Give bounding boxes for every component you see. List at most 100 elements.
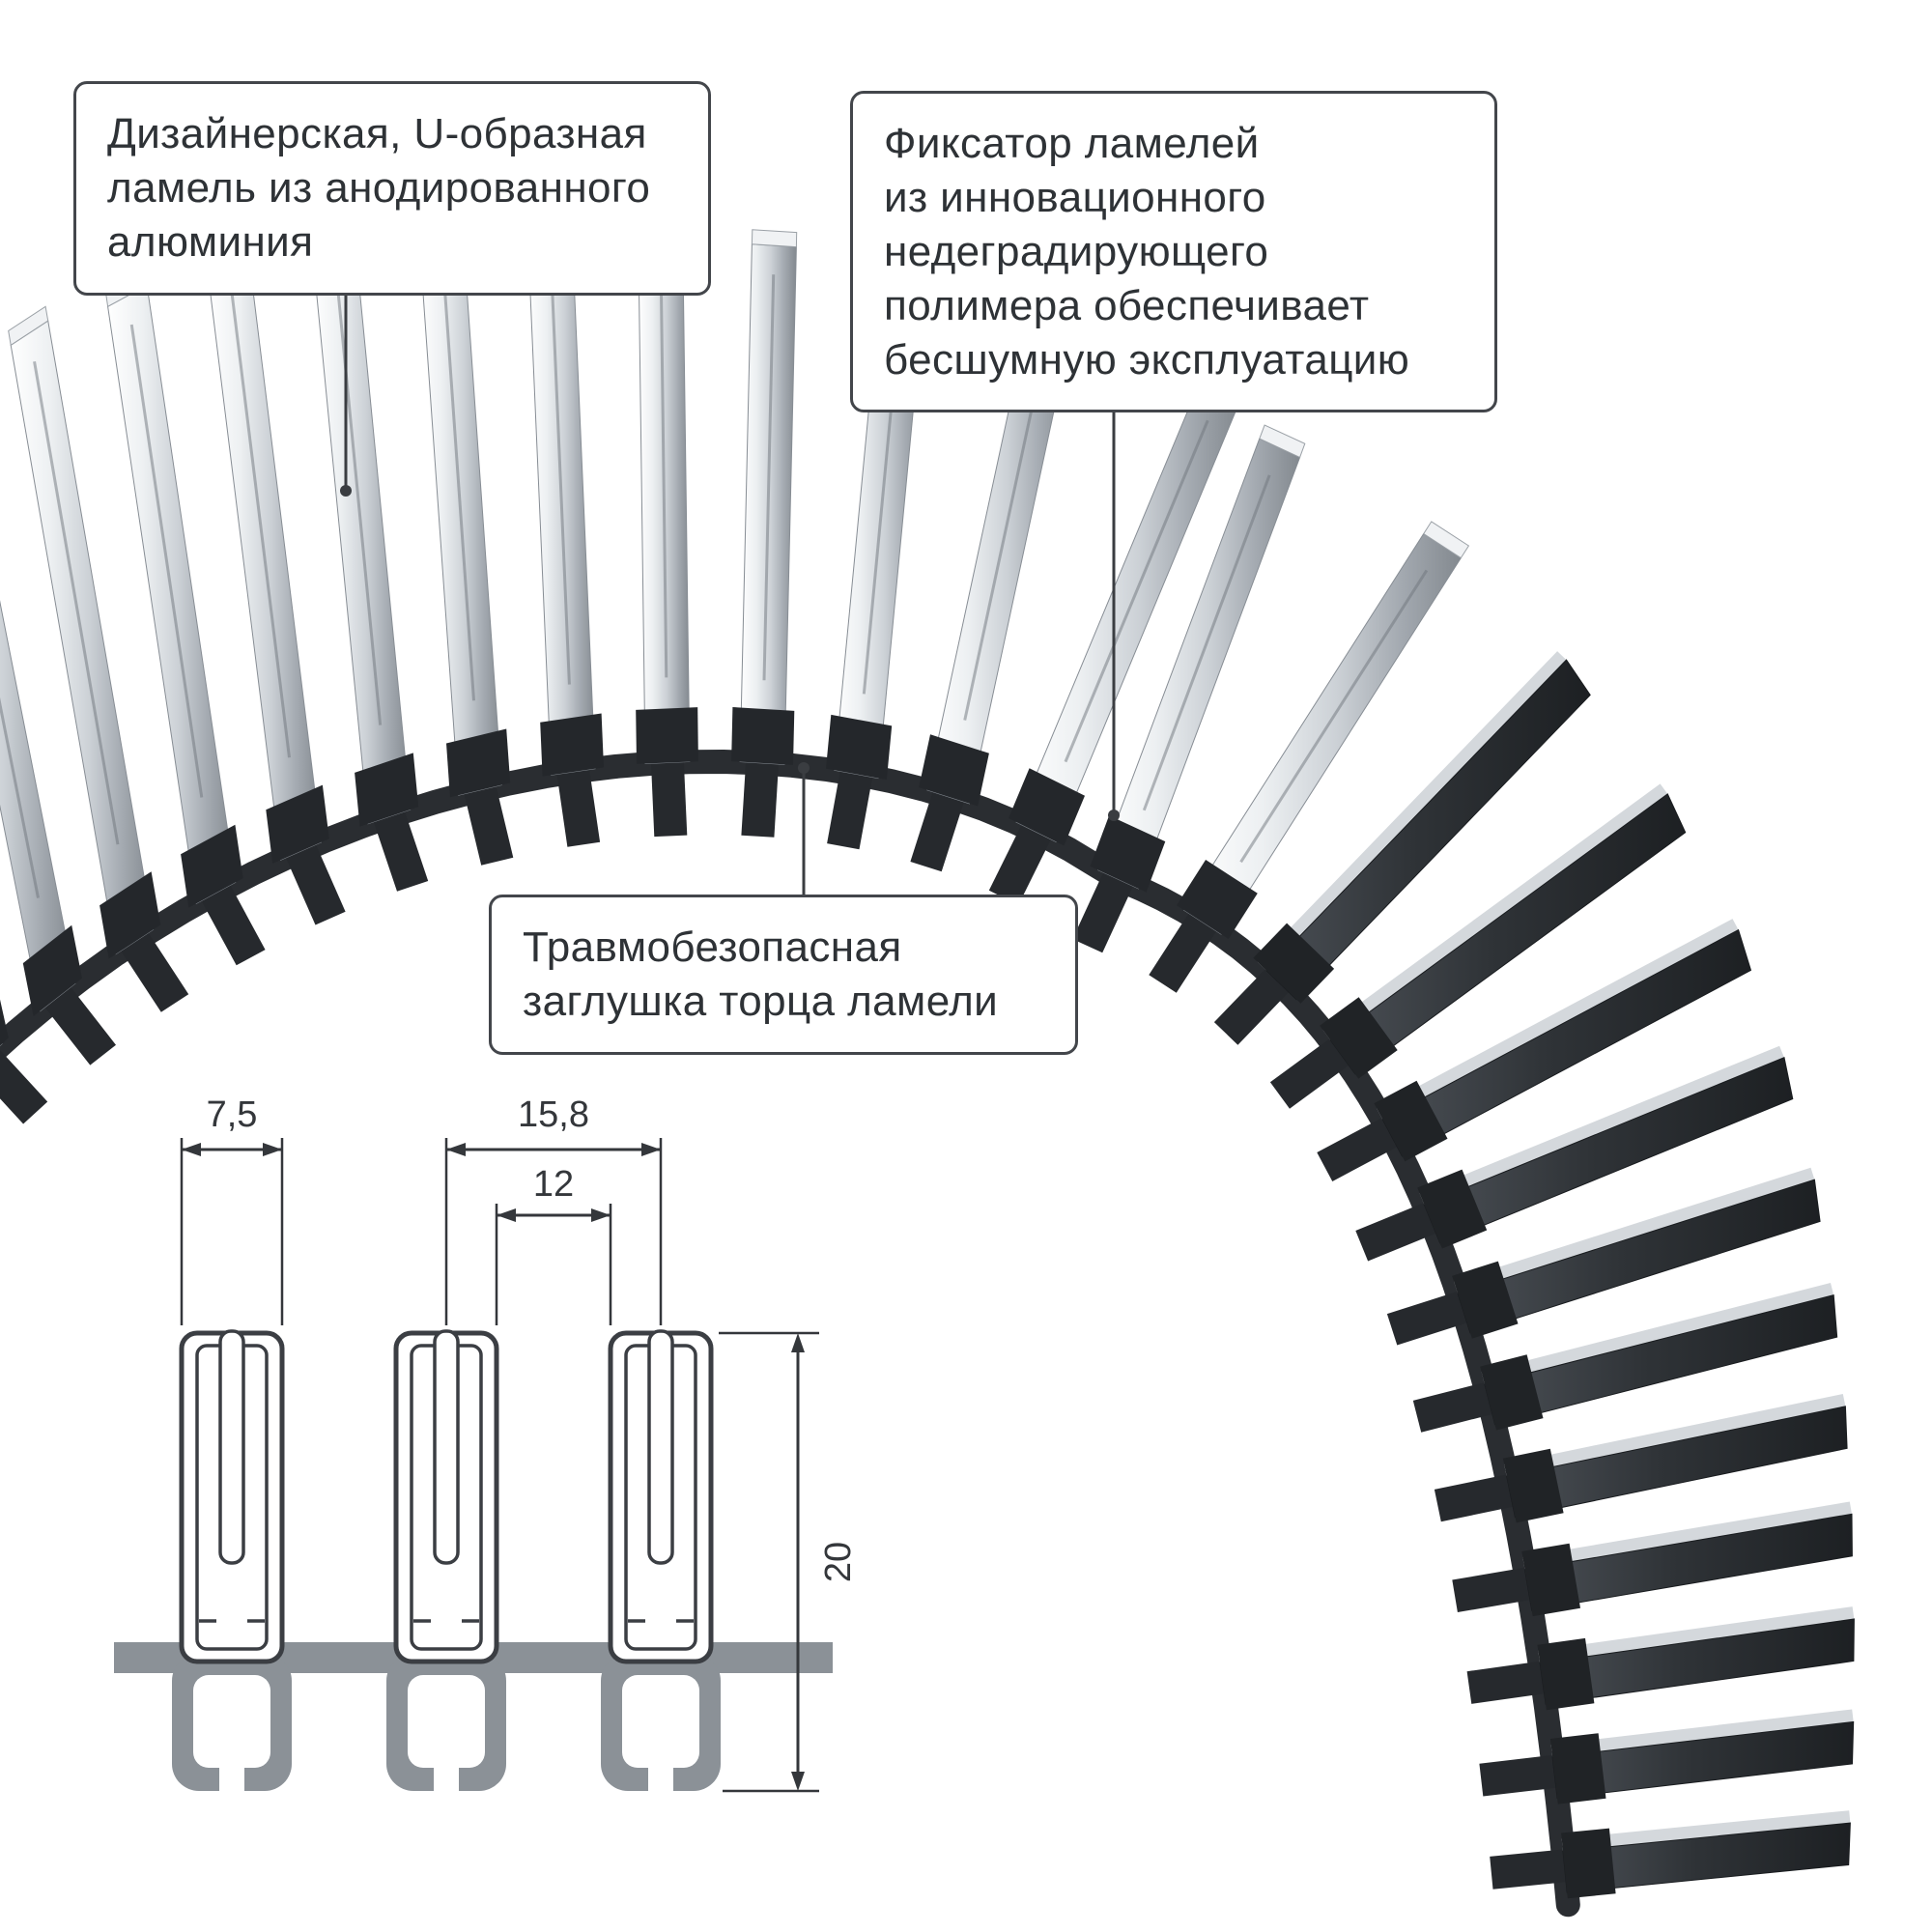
arrow-right (591, 1208, 611, 1222)
lamella-edge-highlight (1504, 1394, 1846, 1477)
lamella-edge-highlight (1322, 783, 1668, 1040)
leader-endcap-dot (798, 762, 810, 774)
band-tooth (910, 791, 964, 872)
lamella-slot-line (762, 274, 776, 681)
leader-lamella-dot (340, 485, 352, 497)
dimension-pitch: 15,8 (444, 1094, 663, 1325)
pocket-hole (622, 1675, 699, 1768)
band-tooth (44, 986, 116, 1065)
band-tooth (651, 761, 688, 838)
arrow-left (497, 1208, 516, 1222)
lamella-slot-line (230, 295, 291, 758)
lamella-fixator-clip (355, 753, 419, 827)
lamella-edge-highlight (1561, 1810, 1851, 1852)
band-tooth (1434, 1474, 1514, 1522)
lamella-edge-highlight (1538, 1606, 1855, 1663)
lamella-bar-dark (1506, 1406, 1848, 1519)
dim-gap-label: 12 (533, 1164, 574, 1205)
lamella-fixator-clip (1320, 997, 1398, 1079)
band-tooth (556, 769, 601, 847)
band-tooth (1213, 969, 1290, 1045)
lamella-edge-highlight (1257, 651, 1567, 971)
lamella-edge-highlight (1522, 1501, 1852, 1570)
callout-fixator: Фиксатор ламелей из инновационного недег… (850, 91, 1497, 413)
arrow-right (263, 1143, 282, 1156)
lamella-end-cap (8, 305, 49, 347)
lamella-slot-line (0, 696, 40, 898)
band-tooth (1355, 1203, 1436, 1262)
lamella-slot-line (549, 254, 571, 685)
dimension-width: 7,5 (180, 1094, 284, 1325)
lamella-fixator-clip (22, 924, 82, 1016)
band-tooth (827, 771, 873, 850)
grille-render (0, 208, 1855, 1918)
base-band (114, 1642, 833, 1795)
lamella-slot-line (1064, 419, 1209, 763)
lamella-fixator-clip (826, 714, 893, 781)
lamella-fixator-clip (99, 871, 161, 959)
lamella-fixator-clip (1253, 923, 1335, 1004)
lamella-fixator-clip (1561, 1828, 1616, 1899)
band-tooth (285, 844, 346, 925)
lamella-bar-dark (1265, 659, 1591, 1001)
band-tooth (201, 885, 266, 966)
band-tooth (373, 811, 429, 892)
lamella-bar-dark (1457, 1179, 1821, 1334)
band-tooth (1149, 913, 1217, 993)
band-tooth (121, 932, 189, 1012)
cross-section: 7,5 15,8 12 (114, 1094, 859, 1795)
lamella-slot-line (1142, 474, 1271, 811)
band-tooth (1479, 1754, 1556, 1797)
pocket-hole (408, 1675, 485, 1768)
dimension-height: 20 (719, 1331, 859, 1793)
lamella-slot-line (440, 259, 476, 701)
lamella-edge-highlight (1550, 1709, 1854, 1757)
dim-width-label: 7,5 (207, 1094, 258, 1135)
lamella-slot-line (1239, 569, 1429, 864)
lamella-slot-line (129, 324, 204, 798)
lamella-fixator-clip (1009, 768, 1085, 846)
lamella-fixator-clip (1177, 860, 1258, 939)
lamella-fixator-clip (1537, 1637, 1595, 1711)
dimension-gap: 12 (495, 1164, 612, 1325)
callout-lamella: Дизайнерская, U-образная ламель из аноди… (73, 81, 711, 296)
arrow-left (182, 1143, 201, 1156)
lamella-bar-dark (1381, 928, 1752, 1157)
lamella-fixator-clip (0, 999, 9, 1046)
lamella-fixator-clip (1417, 1169, 1488, 1249)
lamella-edge-highlight (1377, 919, 1739, 1120)
callout-endcap: Травмобезопасная заглушка торца ламели (489, 895, 1078, 1055)
band-tooth (1386, 1292, 1467, 1346)
lamella-fixator-clip (1452, 1261, 1519, 1339)
lamella-fixator-clip (446, 728, 511, 798)
lamella-fixator-clip (266, 784, 329, 864)
lamella-end-cap (751, 229, 798, 248)
lamella-end-cap (1259, 424, 1306, 459)
pocket-slot (648, 1754, 673, 1795)
band-tooth (1317, 1118, 1398, 1181)
lamella-edge-highlight (1481, 1283, 1834, 1384)
arrow-bottom (791, 1772, 805, 1791)
lamella-end-cap (1423, 521, 1470, 559)
arrow-right (641, 1143, 661, 1156)
lamella-fixator-clip (1374, 1080, 1448, 1162)
leader-fixator-dot (1108, 810, 1120, 821)
band-tooth (1452, 1567, 1530, 1612)
band-tooth (0, 1050, 48, 1124)
lamella-fixator-clip (540, 713, 604, 777)
lamella-edge-highlight (1454, 1167, 1815, 1293)
leader-lines (340, 286, 1120, 908)
band-tooth (1269, 1038, 1350, 1109)
arrow-top (791, 1333, 805, 1352)
band-tooth (1466, 1661, 1545, 1704)
lamella-bar-dark (1551, 1720, 1855, 1800)
lamella-slot-line (33, 360, 120, 845)
lamella-slot-line (659, 259, 668, 678)
lamella-fixator-clip (1521, 1543, 1580, 1617)
band-tooth (464, 785, 514, 866)
lamella-fixator-clip (919, 734, 989, 807)
lamella-fixator-clip (636, 707, 698, 764)
lamella-fixator-clip (1502, 1448, 1564, 1523)
